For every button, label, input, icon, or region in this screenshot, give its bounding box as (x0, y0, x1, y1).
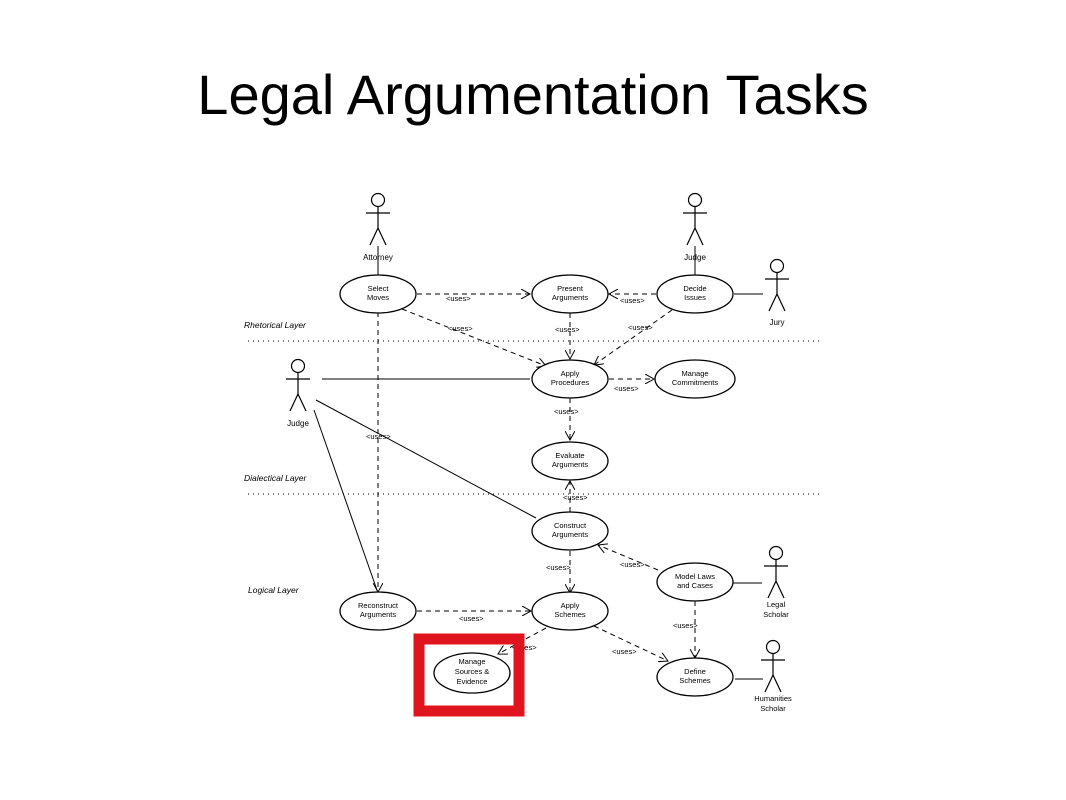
use-case-model-laws-and-cases (656, 562, 734, 602)
select-moves-line2: Moves (367, 293, 389, 302)
apply-procedures-line1: Apply (561, 369, 580, 378)
attorney-actor-icon (366, 192, 390, 246)
uses-label: <uses> (673, 621, 698, 630)
uses-select-apply-procedures (401, 308, 546, 366)
manage-commitments-line2: Commitments (672, 378, 719, 387)
use-case-manage-commitments (654, 359, 736, 399)
use-case-select-moves (339, 274, 417, 314)
use-case-evaluate-arguments (531, 441, 609, 481)
use-case-define-schemes (656, 657, 734, 697)
uses-label: <uses> (620, 560, 645, 569)
manage-sources-line2: Sources & (455, 667, 490, 676)
humanities-scholar-label-line2: Scholar (760, 704, 786, 713)
manage-sources-line3: Evidence (457, 677, 488, 686)
construct-arguments-line1: Construct (554, 521, 587, 530)
logical-layer-label: Logical Layer (248, 585, 300, 595)
present-arguments-line1: Present (557, 284, 584, 293)
use-case-reconstruct-arguments (339, 591, 417, 631)
apply-schemes-line1: Apply (561, 601, 580, 610)
evaluate-arguments-line1: Evaluate (555, 451, 584, 460)
dialectical-layer-label: Dialectical Layer (244, 473, 308, 483)
manage-commitments-line1: Manage (681, 369, 708, 378)
uses-label: <uses> (614, 384, 639, 393)
use-case-manage-sources-evidence (433, 652, 511, 694)
uses-model-laws-construct (598, 545, 659, 571)
legal-scholar-label-line2: Scholar (763, 610, 789, 619)
use-case-apply-schemes (531, 591, 609, 631)
present-arguments-line2: Arguments (552, 293, 589, 302)
reconstruct-arguments-line2: Arguments (360, 610, 397, 619)
rhetorical-layer-label: Rhetorical Layer (244, 320, 307, 330)
humanities-scholar-label-line1: Humanities (754, 694, 792, 703)
decide-issues-line1: Decide (683, 284, 706, 293)
define-schemes-line2: Schemes (679, 676, 711, 685)
uses-label: <uses> (446, 294, 471, 303)
legal-scholar-actor-icon (764, 545, 788, 599)
uses-label: <uses> (448, 324, 473, 333)
apply-schemes-line2: Schemes (554, 610, 586, 619)
use-case-decide-issues (656, 274, 734, 314)
highlight-box (413, 633, 525, 717)
uses-label: <uses> (512, 643, 537, 652)
judge-left-label: Judge (287, 419, 309, 428)
assoc-judge-construct-arguments (315, 399, 537, 519)
select-moves-line1: Select (368, 284, 390, 293)
reconstruct-arguments-line1: Reconstruct (358, 601, 399, 610)
uses-label: <uses> (620, 296, 645, 305)
model-laws-line2: and Cases (677, 581, 713, 590)
uses-label: <uses> (554, 407, 579, 416)
uses-label: <uses> (563, 493, 588, 502)
use-case-construct-arguments (531, 511, 609, 551)
construct-arguments-line2: Arguments (552, 530, 589, 539)
use-case-apply-procedures (531, 359, 609, 399)
uses-apply-schemes-define-schemes (593, 625, 668, 661)
judge-top-label: Judge (684, 253, 706, 262)
attorney-label: Attorney (363, 253, 393, 262)
define-schemes-line1: Define (684, 667, 706, 676)
uses-label: <uses> (546, 563, 571, 572)
uses-label: <uses> (628, 323, 653, 332)
jury-label: Jury (769, 318, 784, 327)
uses-label: <uses> (612, 647, 637, 656)
model-laws-line1: Model Laws (675, 572, 715, 581)
uses-decide-apply-procedures (594, 309, 673, 365)
apply-procedures-line2: Procedures (551, 378, 590, 387)
legal-scholar-label-line1: Legal (767, 600, 786, 609)
jury-actor-icon (765, 258, 789, 312)
manage-sources-line1: Manage (458, 657, 485, 666)
uses-label: <uses> (459, 614, 484, 623)
uses-label: <uses> (366, 432, 391, 441)
judge-top-actor-icon (683, 192, 707, 246)
decide-issues-line2: Issues (684, 293, 706, 302)
uses-label: <uses> (555, 325, 580, 334)
slide-title: Legal Argumentation Tasks (197, 63, 869, 126)
judge-left-actor-icon (286, 358, 310, 412)
humanities-scholar-actor-icon (761, 639, 785, 693)
assoc-judge-reconstruct-arguments (313, 409, 379, 594)
use-case-present-arguments (531, 274, 609, 314)
evaluate-arguments-line2: Arguments (552, 460, 589, 469)
